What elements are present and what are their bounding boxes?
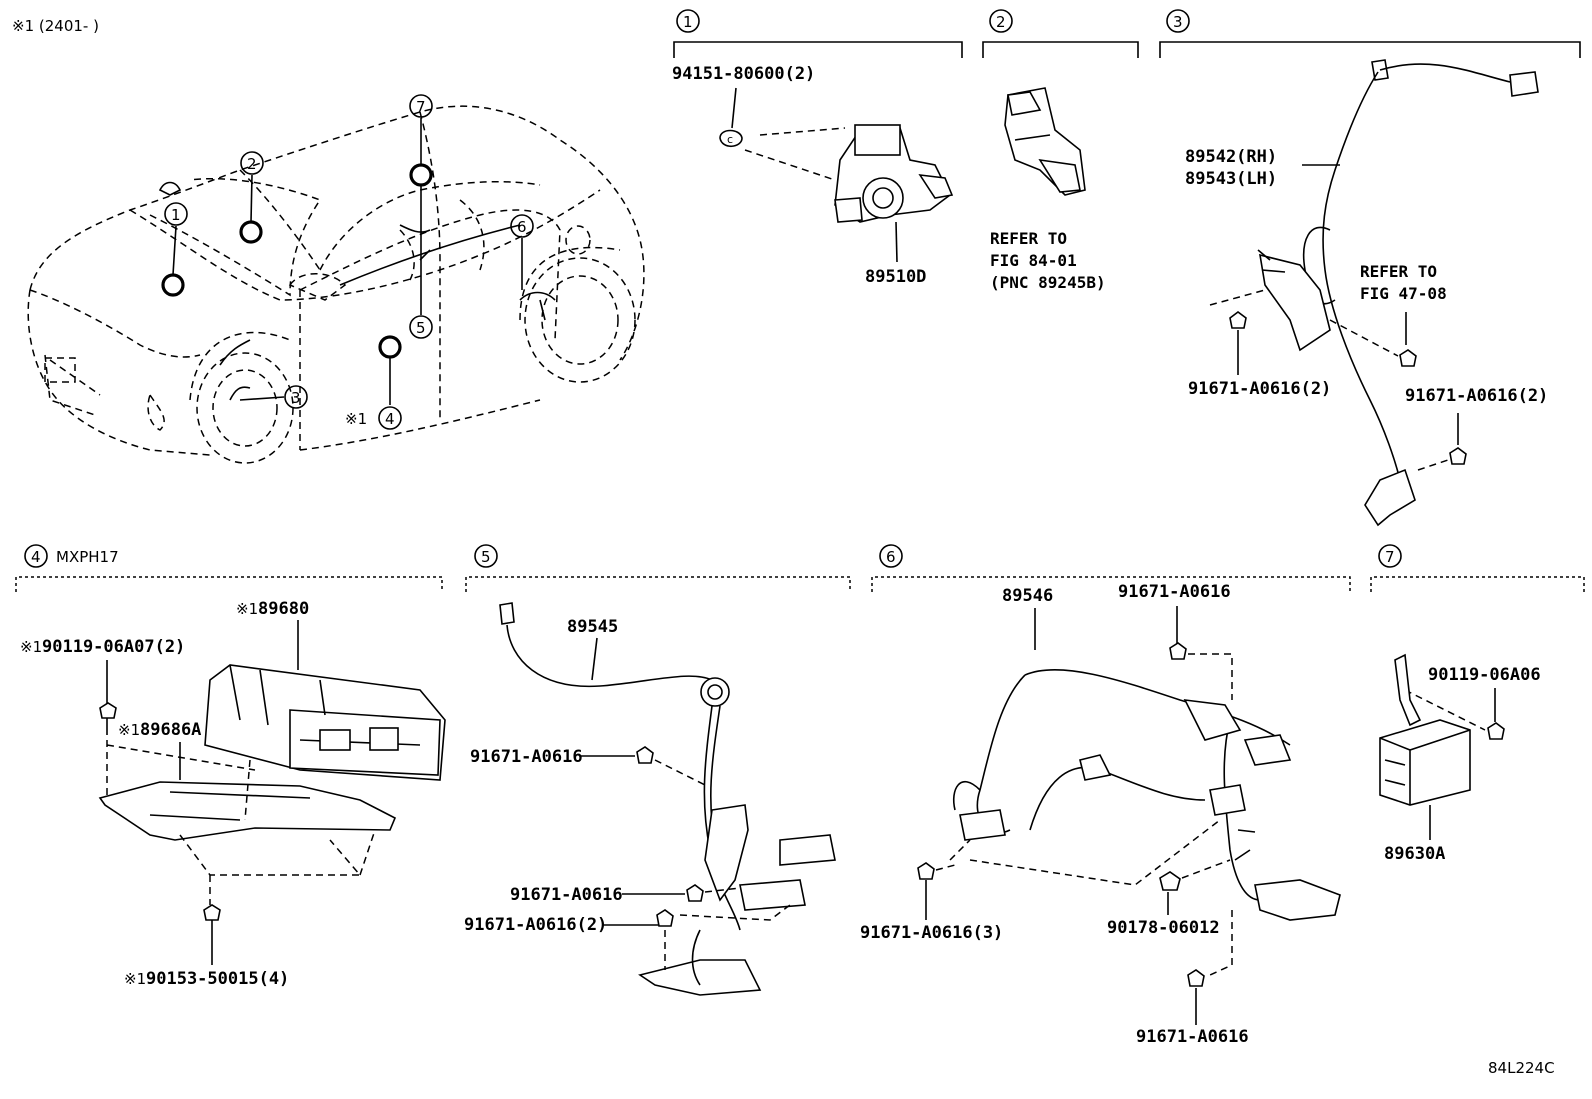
part-90153-50015: 90153-50015(4) (146, 969, 289, 989)
overview-callouts: 1 2 3 4 ※1 5 6 7 (164, 94, 534, 430)
svg-text:4: 4 (385, 410, 395, 428)
section-num-1: 1 (683, 13, 693, 31)
section2-refer-3: (PNC 89245B) (990, 273, 1106, 292)
section5: 89545 91671-A0616 91671-A0616 91671-A061… (464, 602, 836, 996)
svg-text:5: 5 (416, 319, 426, 337)
svg-text:7: 7 (416, 98, 426, 116)
part-91671-a0616-5c: 91671-A0616(2) (464, 915, 607, 935)
callout-4 (378, 406, 402, 430)
callout-1 (164, 202, 188, 226)
section-num-5: 5 (481, 548, 491, 566)
part-91671-a0616-3a: 91671-A0616(2) (1188, 379, 1331, 399)
section-num-6: 6 (886, 548, 896, 566)
section4-mark-89680: ※1 (236, 600, 258, 618)
section3-refer-2: FIG 47-08 (1360, 284, 1447, 303)
svg-text:3: 3 (291, 389, 301, 407)
callout-3 (284, 385, 308, 409)
section2: REFER TO FIG 84-01 (PNC 89245B) (990, 87, 1106, 292)
part-91671-a0616-6a: 91671-A0616 (1118, 582, 1231, 602)
section-header-6: 6 (871, 544, 1351, 592)
part-94151-80600: 94151-80600(2) (672, 64, 815, 84)
section4-mark-90119: ※1 (20, 638, 42, 656)
part-89542: 89542(RH) (1185, 147, 1277, 167)
header-note: ※1 (2401- ) (12, 17, 99, 35)
part-90119-06a06: 90119-06A06 (1428, 665, 1541, 685)
section1: 94151-80600(2) c 89510D (672, 64, 954, 287)
part-89680: 89680 (258, 599, 309, 619)
section-header-3: 3 (1159, 9, 1581, 58)
part-89546: 89546 (1002, 586, 1053, 606)
part-90119-06a07: 90119-06A07(2) (42, 637, 185, 657)
svg-text:6: 6 (517, 218, 527, 236)
section7: 90119-06A06 89630A (1379, 653, 1541, 864)
section4: ※1 89680 ※1 90119-06A07(2) ※1 89686A ※1 … (20, 599, 446, 989)
callout-4-note: ※1 (345, 410, 367, 428)
part-90178-06012: 90178-06012 (1107, 918, 1220, 938)
section3-refer-1: REFER TO (1360, 262, 1437, 281)
section-header-2: 2 (982, 9, 1139, 58)
svg-text:2: 2 (247, 155, 257, 173)
part-91671-a0616-6b: 91671-A0616(3) (860, 923, 1003, 943)
section-header-5: 5 (465, 544, 851, 592)
callout-6 (510, 214, 534, 238)
svg-text:c: c (727, 133, 733, 146)
section4-title: MXPH17 (56, 548, 119, 566)
part-89510D: 89510D (865, 267, 926, 287)
part-91671-a0616-5b: 91671-A0616 (510, 885, 623, 905)
svg-text:1: 1 (171, 206, 181, 224)
section-num-2: 2 (996, 13, 1006, 31)
section-num-7: 7 (1385, 548, 1395, 566)
part-89543: 89543(LH) (1185, 169, 1277, 189)
section-num-4: 4 (31, 548, 41, 566)
section-header-7: 7 (1370, 544, 1585, 592)
part-89630A: 89630A (1384, 844, 1445, 864)
section6: 89546 91671-A0616 91671-A0616(3) 90178-0… (860, 582, 1341, 1047)
section2-refer-1: REFER TO (990, 229, 1067, 248)
part-89545: 89545 (567, 617, 618, 637)
part-91671-a0616-6c: 91671-A0616 (1136, 1027, 1249, 1047)
car-overview (27, 105, 645, 464)
section4-mark-90153: ※1 (124, 970, 146, 988)
section4-mark-89686A: ※1 (118, 721, 140, 739)
section-num-3: 3 (1173, 13, 1183, 31)
callout-7 (409, 94, 433, 118)
part-91671-a0616-5a: 91671-A0616 (470, 747, 583, 767)
section-header-1: 1 (673, 9, 963, 58)
callout-2 (240, 151, 264, 175)
part-91671-a0616-3b: 91671-A0616(2) (1405, 386, 1548, 406)
part-89686A: 89686A (140, 720, 201, 740)
callout-5 (409, 315, 433, 339)
section-header-4: 4 MXPH17 (15, 544, 443, 592)
section3: 89542(RH) 89543(LH) 91671-A0616(2) REFER… (1185, 59, 1548, 527)
figure-code: 84L224C (1488, 1059, 1555, 1077)
section2-refer-2: FIG 84-01 (990, 251, 1077, 270)
